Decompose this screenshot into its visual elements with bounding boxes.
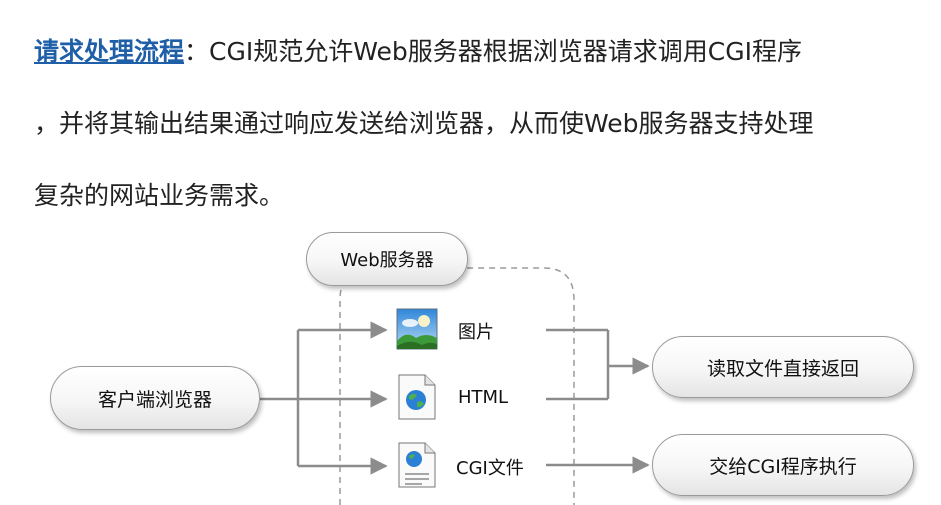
cgi-file-icon [398,442,436,488]
intro-paragraph: 请求处理流程：CGI规范允许Web服务器根据浏览器请求调用CGI程序 ，并将其输… [34,16,934,232]
paragraph-line-2: ，并将其输出结果通过响应发送给浏览器，从而使Web服务器支持处理 [34,109,814,138]
paragraph-line-1: CGI规范允许Web服务器根据浏览器请求调用CGI程序 [209,37,802,66]
paragraph-line-3: 复杂的网站业务需求。 [34,181,285,210]
client-browser-node: 客户端浏览器 [50,366,260,430]
result-arrows [546,328,650,474]
section-heading-link[interactable]: 请求处理流程 [34,37,185,66]
image-icon [396,308,438,350]
heading-colon: ： [184,37,210,66]
item-image-label: 图片 [458,322,494,343]
item-cgi-label: CGI文件 [456,458,524,479]
web-server-node: Web服务器 [306,232,468,286]
item-html-label: HTML [458,387,509,408]
cgi-execute-node: 交给CGI程序执行 [652,434,914,496]
client-arrows [260,321,388,475]
html-file-icon [398,374,436,420]
read-file-return-node: 读取文件直接返回 [652,336,914,398]
